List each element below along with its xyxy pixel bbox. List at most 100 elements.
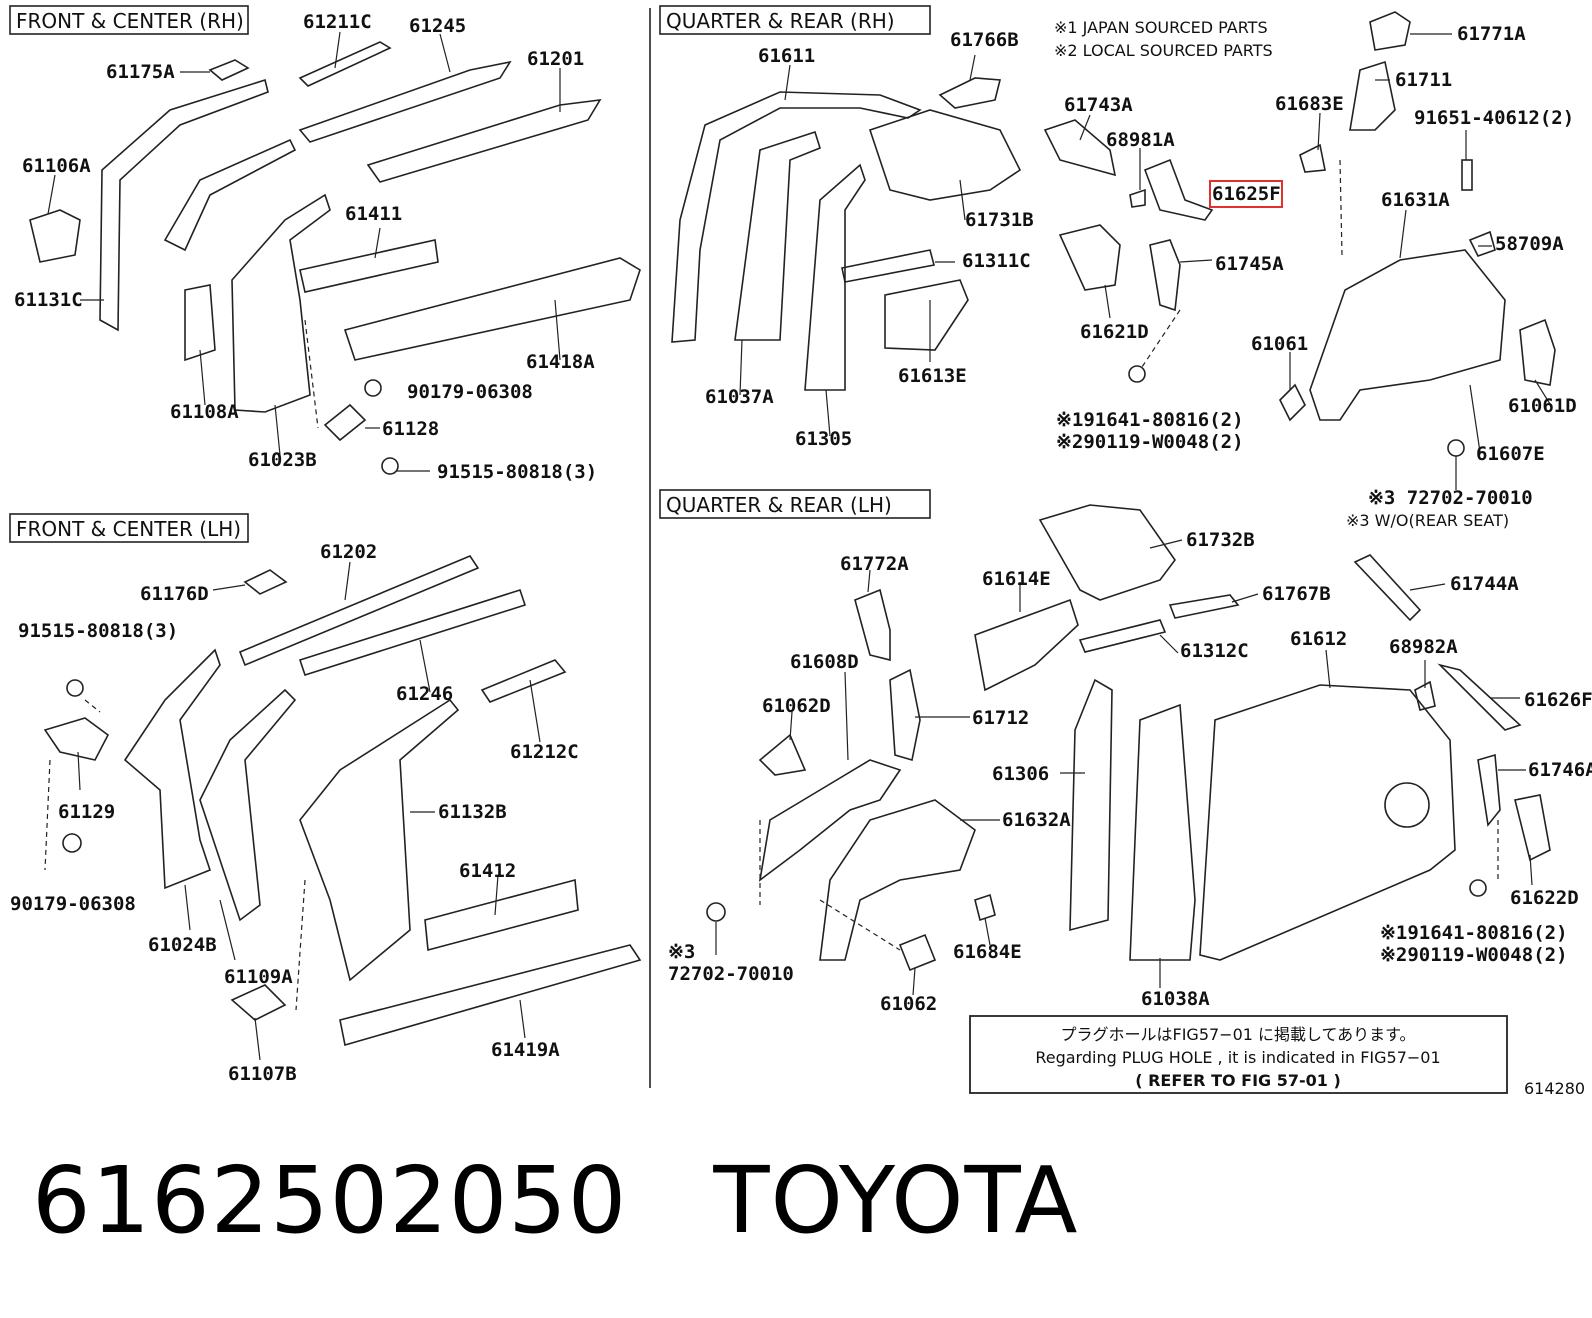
part-shape-61712 (889, 668, 921, 762)
part-shape-61711 (1349, 60, 1396, 131)
part-shape-61245 (298, 60, 512, 143)
part-shape-61131c (99, 78, 269, 332)
part-labels: 61211C 61245 61175A 61201 61106A 61411 6… (10, 11, 1592, 1085)
label-61176d: 61176D (140, 583, 209, 605)
label-61311c: 61311C (962, 250, 1031, 272)
section-title-quarter-lh: QUARTER & REAR (LH) (666, 493, 892, 517)
label-61411: 61411 (345, 203, 402, 225)
label-61131c: 61131C (14, 289, 83, 311)
part-shape-61305 (804, 163, 866, 391)
label-61712: 61712 (972, 707, 1029, 729)
section-title-quarter-rh: QUARTER & REAR (RH) (666, 9, 895, 33)
section-header-quarter-rh: QUARTER & REAR (RH) (659, 5, 931, 35)
label-61711: 61711 (1395, 69, 1452, 91)
label-61613e: 61613E (898, 365, 967, 387)
label-61305: 61305 (795, 428, 852, 450)
part-shape-clip-72702 (1447, 439, 1465, 457)
part-shape-bolt-91651 (1461, 159, 1473, 191)
label-61024b: 61024B (148, 934, 217, 956)
leader-lines (44, 31, 1551, 1061)
parts-diagram: FRONT & CENTER (RH) FRONT & CENTER (LH) … (9, 5, 1592, 1098)
label-61109a: 61109A (224, 966, 293, 988)
part-shape-61201 (366, 99, 602, 183)
part-shape-61106a (29, 209, 81, 263)
label-61625f: 61625F (1212, 183, 1281, 205)
label-61106a: 61106A (22, 155, 91, 177)
label-61621d: 61621D (1080, 321, 1149, 343)
part-shape-61311c (841, 249, 935, 283)
part-shape-61631a (1309, 249, 1506, 421)
part-shape-61419a (339, 944, 642, 1047)
note-japan-sourced: ※1 JAPAN SOURCED PARTS (1054, 18, 1268, 37)
label-61607e: 61607E (1476, 443, 1545, 465)
label-61061: 61061 (1251, 333, 1308, 355)
label-90119-w0048-lh: ※290119-W0048(2) (1380, 944, 1568, 966)
part-shape-61023b (231, 193, 331, 413)
part-shape-61037a (734, 130, 821, 341)
label-61732b: 61732B (1186, 529, 1255, 551)
part-shape-61745a (1149, 239, 1181, 312)
highlight-box-61625f (1209, 180, 1283, 208)
part-shape-61626f (1437, 663, 1522, 731)
label-61771a: 61771A (1457, 23, 1526, 45)
label-61766b: 61766B (950, 29, 1019, 51)
part-number: 6162502050 (32, 1146, 628, 1254)
section-title-front-rh: FRONT & CENTER (RH) (16, 9, 244, 33)
label-61108a: 61108A (170, 401, 239, 423)
part-shape-61176d (243, 569, 288, 595)
part-shape-61632a (819, 799, 976, 961)
label-91515-80818-rh: 91515-80818(3) (437, 461, 597, 483)
part-shape-61622d (1514, 794, 1551, 862)
label-91641-80816-lh: ※191641-80816(2) (1380, 922, 1568, 944)
label-61631a: 61631A (1381, 189, 1450, 211)
part-shape-61608d (758, 759, 902, 882)
plug-hole-note-jp: プラグホールはFIG57−01 に掲載してあります。 (1061, 1025, 1416, 1044)
part-shape-bolt-91515-lh (66, 679, 84, 697)
part-shape-clip-90179-lh (62, 833, 82, 853)
label-61211c: 61211C (303, 11, 372, 33)
label-61128: 61128 (382, 418, 439, 440)
label-61611: 61611 (758, 45, 815, 67)
part-shape-clip-90179 (364, 379, 382, 397)
label-61212c: 61212C (510, 741, 579, 763)
parts-front-rh (29, 41, 641, 475)
label-61745a: 61745A (1215, 253, 1284, 275)
label-61175a: 61175A (106, 61, 175, 83)
part-shape-inner-rh (163, 138, 297, 252)
part-shape-61312c (1078, 619, 1167, 653)
label-61202: 61202 (320, 541, 377, 563)
part-shape-61771a (1369, 11, 1411, 51)
label-91651-40612: 91651-40612(2) (1414, 107, 1574, 129)
part-shape-61175a (208, 59, 250, 81)
part-shape-61684e (974, 893, 996, 922)
part-shape-61306 (1069, 678, 1113, 932)
label-61612: 61612 (1290, 628, 1347, 650)
label-68982a: 68982A (1389, 636, 1458, 658)
label-61772a: 61772A (840, 553, 909, 575)
part-shape-61621d (1058, 224, 1121, 291)
label-91641-80816-rh: ※191641-80816(2) (1056, 409, 1244, 431)
part-shape-61612 (1199, 684, 1456, 961)
label-61418a: 61418A (526, 351, 595, 373)
label-72702-70010-lh: 72702-70010 (668, 963, 794, 985)
section-title-front-lh: FRONT & CENTER (LH) (16, 517, 241, 541)
label-61245: 61245 (409, 15, 466, 37)
part-shape-61411 (299, 239, 439, 293)
plug-hole-note-ref: ( REFER TO FIG 57-01 ) (1135, 1071, 1341, 1090)
part-shape-61625f (1143, 158, 1214, 221)
label-61037a: 61037A (705, 386, 774, 408)
part-shape-61024b (123, 648, 221, 890)
part-shape-fuel-lid (1384, 782, 1430, 828)
label-61743a: 61743A (1064, 94, 1133, 116)
part-shape-61743a (1043, 119, 1117, 177)
label-61731b: 61731B (965, 209, 1034, 231)
label-61061d: 61061D (1508, 395, 1577, 417)
part-shape-61211c (298, 41, 392, 87)
part-shape-clip-72702-lh (706, 902, 726, 922)
figure-id: 614280 (1524, 1079, 1585, 1098)
section-header-quarter-lh: QUARTER & REAR (LH) (659, 489, 931, 519)
part-shape-68981a (1129, 188, 1146, 208)
label-61062d: 61062D (762, 695, 831, 717)
label-61684e: 61684E (953, 941, 1022, 963)
plug-hole-notice: プラグホールはFIG57−01 に掲載してあります。 Regarding PLU… (969, 1015, 1508, 1094)
